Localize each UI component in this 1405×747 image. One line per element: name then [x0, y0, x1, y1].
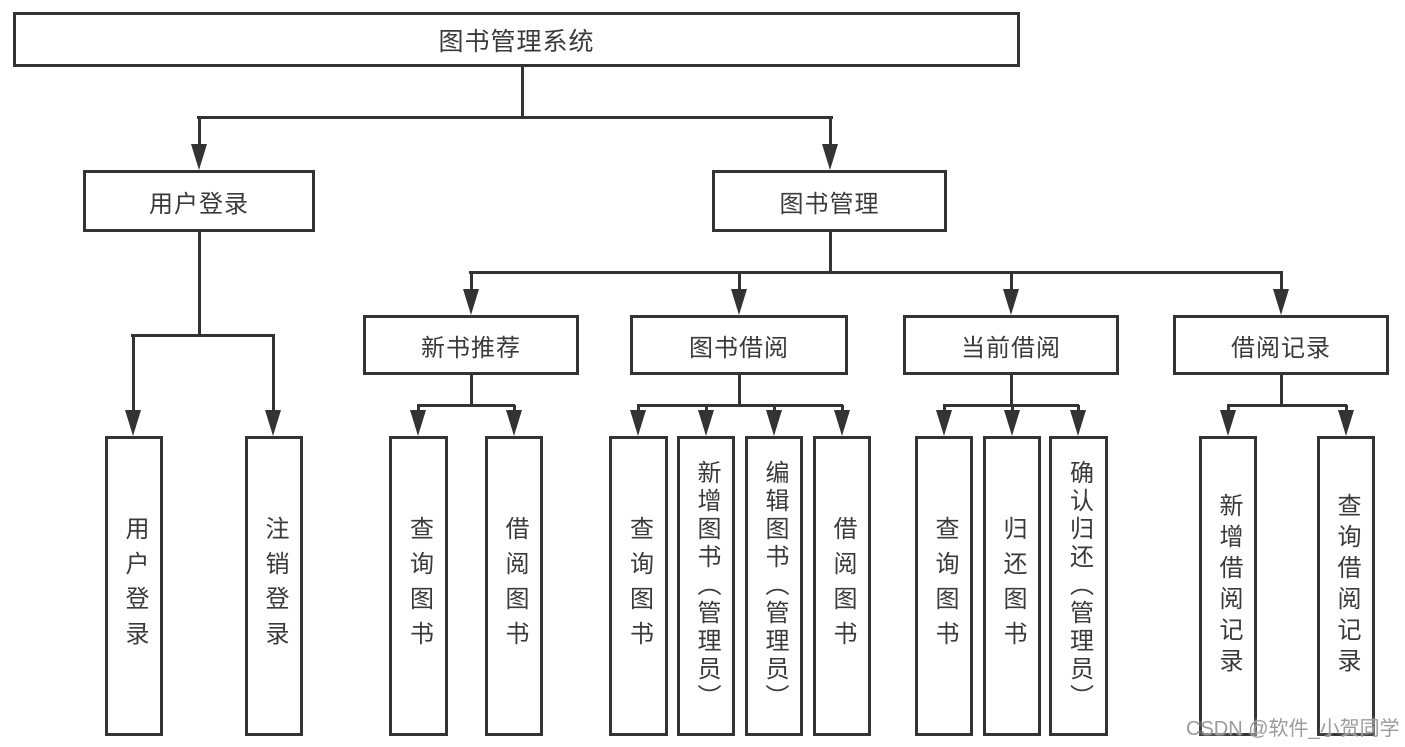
csdn-watermark: CSDN @软件_小贺同学 [1186, 718, 1400, 740]
node-book-borrow: 图书借阅 [630, 315, 848, 375]
node-current-borrow-label: 当前借阅 [961, 334, 1061, 362]
arrow-down-icon [506, 410, 522, 436]
connector-vline [943, 405, 946, 412]
leaf-logout: 注销登录 [245, 436, 303, 736]
connector-vline [1010, 375, 1013, 407]
arrow-down-icon [265, 410, 281, 436]
arrow-down-icon [731, 289, 747, 315]
leaf-user-login-label: 用户登录 [121, 516, 148, 656]
leaf-records-add-record: 新增借阅记录 [1199, 436, 1257, 736]
connector-vline [1280, 375, 1283, 407]
connector-hline [417, 404, 515, 407]
connector-vline [272, 335, 275, 412]
node-user-login-label: 用户登录 [149, 190, 249, 218]
leaf-records-query-record: 查询借阅记录 [1317, 436, 1375, 736]
arrow-down-icon [125, 410, 141, 436]
connector-vline [1011, 405, 1014, 412]
leaf-records-add-record-label: 新增借阅记录 [1215, 493, 1242, 679]
leaf-borrow-borrow-books: 借阅图书 [813, 436, 871, 736]
arrow-down-icon [766, 410, 782, 436]
connector-vline [637, 405, 640, 412]
connector-vline [521, 67, 524, 119]
arrow-down-icon [936, 410, 952, 436]
node-book-management-label: 图书管理 [779, 190, 880, 218]
arrow-down-icon [698, 410, 714, 436]
connector-vline [829, 117, 832, 146]
node-book-management: 图书管理 [712, 170, 947, 232]
leaf-current-confirm-return-admin: 确认归还（管理员） [1049, 436, 1108, 736]
connector-vline [705, 405, 708, 412]
arrow-down-icon [630, 410, 646, 436]
node-user-login: 用户登录 [83, 170, 315, 232]
connector-vline [841, 405, 844, 412]
connector-vline [470, 272, 473, 291]
leaf-borrow-borrow-books-label: 借阅图书 [829, 516, 856, 656]
leaf-borrow-edit-books-admin: 编辑图书（管理员） [745, 436, 803, 736]
leaf-borrow-query-books: 查询图书 [609, 436, 668, 736]
connector-vline [132, 335, 135, 412]
connector-vline [417, 405, 420, 412]
connector-vline [1077, 405, 1080, 412]
node-root-system: 图书管理系统 [13, 12, 1020, 67]
connector-vline [513, 405, 516, 412]
arrow-down-icon [1004, 410, 1020, 436]
arrow-down-icon [1003, 289, 1019, 315]
node-book-borrow-label: 图书借阅 [689, 334, 789, 362]
arrow-down-icon [463, 289, 479, 315]
node-borrow-records: 借阅记录 [1173, 315, 1389, 375]
arrow-down-icon [1220, 410, 1236, 436]
leaf-records-query-record-label: 查询借阅记录 [1333, 493, 1360, 679]
leaf-borrow-query-books-label: 查询图书 [625, 516, 653, 656]
leaf-borrow-add-books-admin: 新增图书（管理员） [677, 436, 735, 736]
leaf-current-return-books-label: 归还图书 [999, 516, 1026, 656]
connector-vline [1227, 405, 1230, 412]
leaf-borrow-edit-books-admin-label: 编辑图书（管理员） [761, 460, 788, 712]
leaf-recommend-borrow-books-label: 借阅图书 [501, 516, 528, 656]
connector-vline [470, 375, 473, 407]
node-new-book-recommend-label: 新书推荐 [421, 334, 521, 362]
connector-hline [637, 404, 843, 407]
leaf-current-query-books-label: 查询图书 [931, 516, 958, 656]
leaf-current-query-books: 查询图书 [915, 436, 973, 736]
leaf-logout-label: 注销登录 [261, 516, 288, 656]
connector-hline [131, 334, 275, 337]
connector-vline [1345, 405, 1348, 412]
connector-vline [738, 375, 741, 407]
arrow-down-icon [410, 410, 426, 436]
connector-vline [1280, 272, 1283, 291]
leaf-recommend-borrow-books: 借阅图书 [485, 436, 543, 736]
connector-hline [469, 271, 1283, 274]
arrow-down-icon [191, 144, 207, 170]
node-current-borrow: 当前借阅 [903, 315, 1119, 375]
node-borrow-records-label: 借阅记录 [1231, 334, 1331, 362]
connector-vline [738, 272, 741, 291]
arrow-down-icon [822, 144, 838, 170]
arrow-down-icon [834, 410, 850, 436]
connector-vline [198, 117, 201, 146]
leaf-user-login: 用户登录 [105, 436, 163, 736]
arrow-down-icon [1338, 410, 1354, 436]
leaf-current-return-books: 归还图书 [983, 436, 1041, 736]
node-new-book-recommend: 新书推荐 [363, 315, 579, 375]
connector-hline [197, 116, 833, 119]
arrow-down-icon [1273, 289, 1289, 315]
connector-vline [198, 232, 201, 336]
leaf-recommend-query-books-label: 查询图书 [405, 516, 433, 656]
leaf-borrow-add-books-admin-label: 新增图书（管理员） [693, 460, 720, 712]
connector-vline [1010, 272, 1013, 291]
leaf-current-confirm-return-admin-label: 确认归还（管理员） [1065, 460, 1093, 712]
node-root-label: 图书管理系统 [438, 27, 595, 56]
connector-hline [1227, 404, 1347, 407]
leaf-recommend-query-books: 查询图书 [389, 436, 448, 736]
arrow-down-icon [1070, 410, 1086, 436]
connector-vline [829, 232, 832, 274]
connector-vline [773, 405, 776, 412]
